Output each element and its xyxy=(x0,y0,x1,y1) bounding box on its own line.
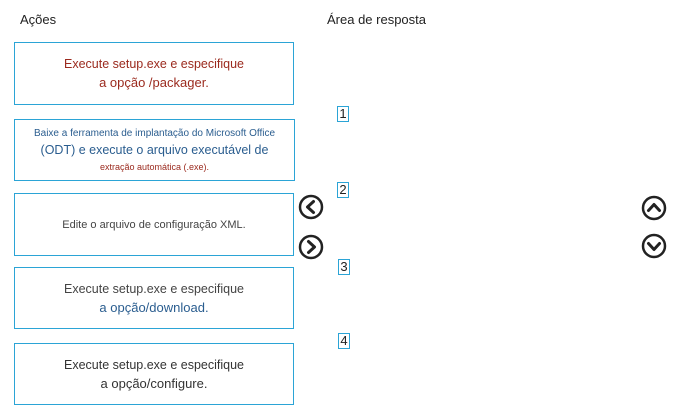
chevron-right-circle-icon xyxy=(298,234,324,260)
chevron-down-circle-icon xyxy=(641,233,667,259)
answer-slot-1[interactable]: 1 xyxy=(337,106,349,122)
answer-slot-2[interactable]: 2 xyxy=(337,182,349,198)
answer-slot-4[interactable]: 4 xyxy=(338,333,350,349)
move-down-button[interactable] xyxy=(641,233,667,259)
move-up-button[interactable] xyxy=(641,195,667,221)
actions-header: Ações xyxy=(20,12,57,27)
action-card-line: a opção /packager. xyxy=(99,75,209,90)
action-card-download[interactable]: Execute setup.exe e especifique a opção/… xyxy=(14,267,294,329)
move-left-button[interactable] xyxy=(298,194,324,220)
answer-slot-3[interactable]: 3 xyxy=(338,259,350,275)
action-card-line: (ODT) e execute o arquivo executável de xyxy=(40,143,269,157)
chevron-left-circle-icon xyxy=(298,194,324,220)
action-card-packager[interactable]: Execute setup.exe e especifique a opção … xyxy=(14,42,294,105)
answer-area-header: Área de resposta xyxy=(327,12,427,27)
action-card-line: Execute setup.exe e especifique xyxy=(64,281,244,296)
action-card-line: extração automática (.exe). xyxy=(99,162,210,172)
action-card-line: Execute setup.exe e especifique xyxy=(64,57,244,71)
action-card-download-odt[interactable]: Baixe a ferramenta de implantação do Mic… xyxy=(14,119,295,181)
action-card-line: Edite o arquivo de configuração XML. xyxy=(62,218,246,231)
action-card-line: Baixe a ferramenta de implantação do Mic… xyxy=(33,128,276,139)
action-card-line: a opção/configure. xyxy=(100,375,208,391)
action-card-line: Execute setup.exe e especifique xyxy=(64,357,244,372)
action-card-edit-xml[interactable]: Edite o arquivo de configuração XML. xyxy=(14,193,294,256)
move-right-button[interactable] xyxy=(298,234,324,260)
action-card-line: a opção/download. xyxy=(99,299,209,315)
action-card-configure[interactable]: Execute setup.exe e especifique a opção/… xyxy=(14,343,294,405)
chevron-up-circle-icon xyxy=(641,195,667,221)
